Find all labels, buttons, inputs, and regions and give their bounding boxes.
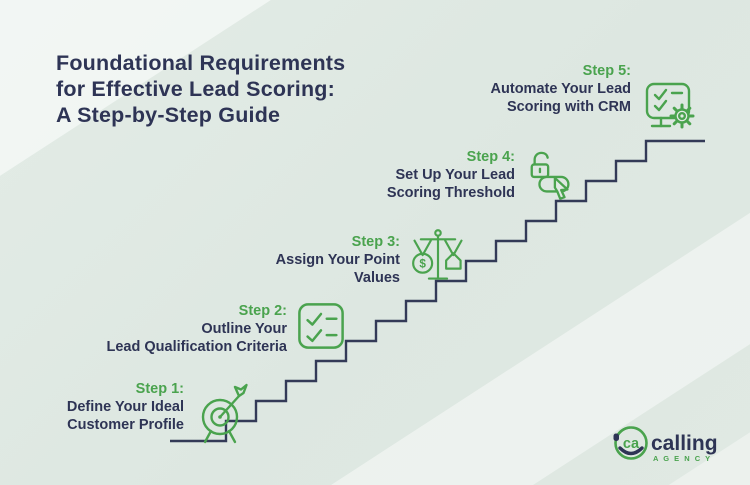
step-1-text: Step 1: Define Your Ideal Customer Profi… (36, 380, 184, 434)
title-line-1: Foundational Requirements (56, 51, 346, 75)
dollar-symbol: $ (419, 258, 426, 271)
calling-agency-logo: ca calling A G E N C Y (613, 426, 718, 463)
logo-name-text: calling (651, 432, 718, 455)
balance-scale-icon: $ (412, 229, 463, 280)
step-3: Step 3: Assign Your Point Values $ (230, 229, 466, 287)
step-3-text: Step 3: Assign Your Point Values (230, 233, 400, 287)
step-2-line-1: Outline Your (201, 321, 287, 337)
step-2-text: Step 2: Outline Your Lead Qualification … (92, 302, 288, 356)
target-dart-icon (201, 383, 248, 444)
logo-mark-text: ca (623, 436, 640, 452)
step-5: Step 5: Automate Your Lead Scoring with … (468, 62, 699, 134)
step-1-line-2: Customer Profile (67, 417, 184, 433)
step-1: Step 1: Define Your Ideal Customer Profi… (36, 380, 252, 446)
step-1-label: Step 1: (135, 381, 184, 397)
step-5-line-1: Automate Your Lead (490, 81, 631, 97)
title-line-3: A Step-by-Step Guide (56, 103, 281, 127)
step-5-label: Step 5: (582, 63, 631, 79)
logo-subtext: A G E N C Y (653, 454, 712, 463)
step-4-line-2: Scoring Threshold (386, 185, 515, 201)
step-1-line-1: Define Your Ideal (66, 399, 184, 415)
step-4-label: Step 4: (466, 149, 515, 165)
step-2: Step 2: Outline Your Lead Qualification … (92, 302, 345, 356)
step-4-text: Step 4: Set Up Your Lead Scoring Thresho… (352, 148, 515, 202)
lock-cursor-icon (530, 151, 570, 200)
checklist-icon (298, 303, 344, 349)
page-title: Foundational Requirements for Effective … (56, 50, 345, 128)
title-line-2: for Effective Lead Scoring: (56, 77, 335, 101)
step-2-label: Step 2: (238, 303, 287, 319)
step-3-line-1: Assign Your Point Values (275, 252, 400, 286)
step-5-text: Step 5: Automate Your Lead Scoring with … (468, 62, 631, 116)
logo-mark-icon: ca (613, 426, 648, 460)
step-3-label: Step 3: (351, 234, 400, 250)
crm-monitor-gear-icon (645, 82, 695, 129)
step-2-line-2: Lead Qualification Criteria (106, 339, 288, 355)
gear-icon (669, 103, 695, 129)
step-5-line-2: Scoring with CRM (506, 99, 631, 115)
step-4: Step 4: Set Up Your Lead Scoring Thresho… (352, 148, 579, 204)
step-4-line-1: Set Up Your Lead (395, 167, 515, 183)
